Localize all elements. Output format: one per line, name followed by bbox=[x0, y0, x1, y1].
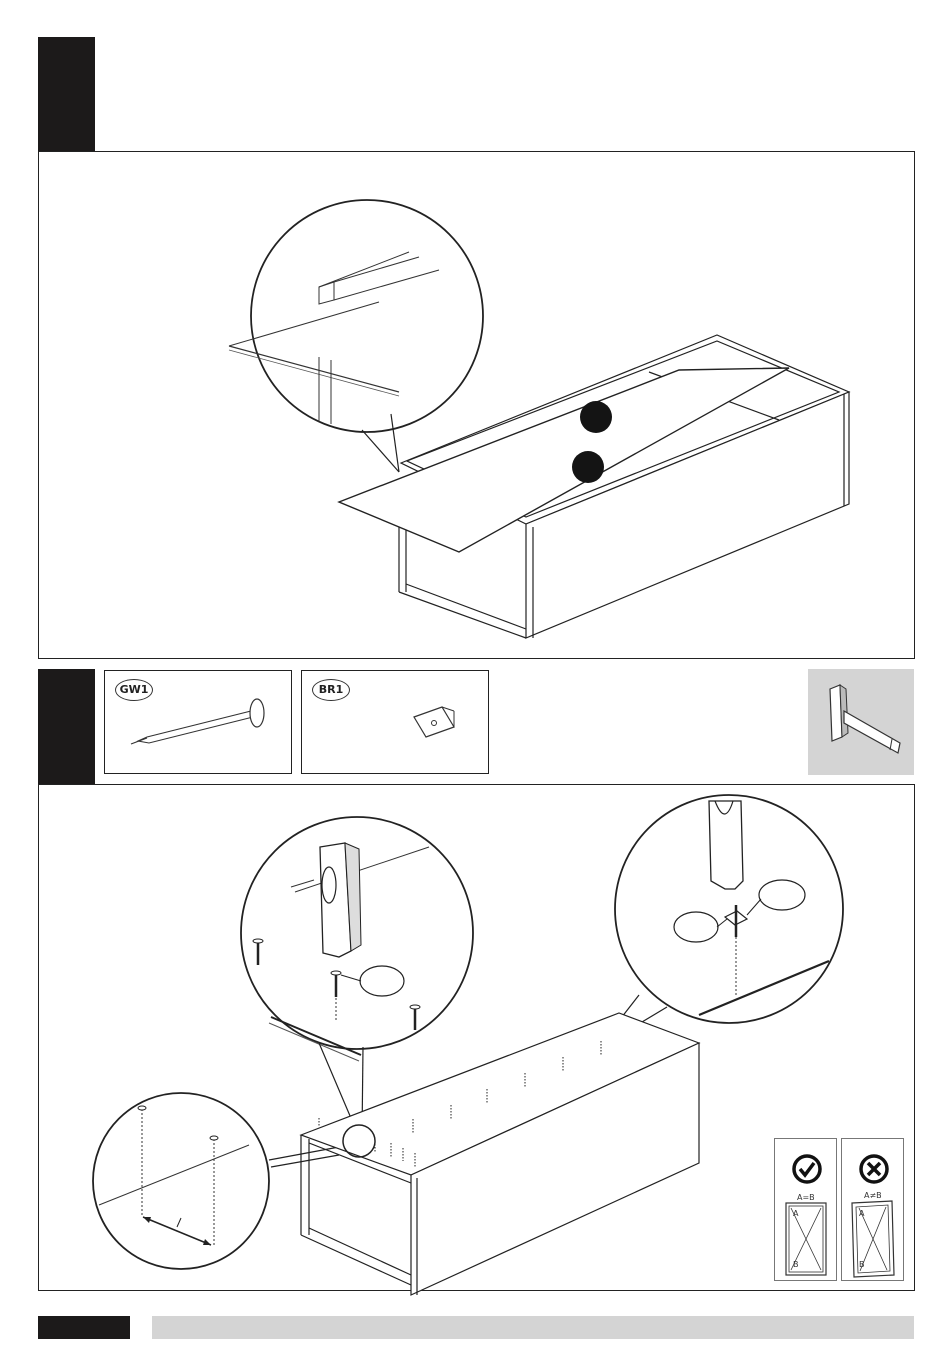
tool-box bbox=[808, 669, 914, 775]
bracket-icon bbox=[302, 671, 490, 775]
step-1-illustration bbox=[39, 152, 916, 660]
check-b-correct: B bbox=[793, 1260, 799, 1269]
step-1-tab bbox=[38, 37, 95, 152]
part-box-gw1: GW1 bbox=[104, 670, 292, 774]
check-card-incorrect: A≠B A B bbox=[841, 1138, 904, 1281]
detail-circle-spacing bbox=[93, 1093, 269, 1269]
detail-circle-1 bbox=[229, 200, 483, 432]
check-b-incorrect: B bbox=[859, 1260, 865, 1269]
detail-circle-bracket bbox=[615, 795, 843, 1023]
nail-icon bbox=[105, 671, 293, 775]
check-icon bbox=[794, 1156, 820, 1182]
footer-page-bar bbox=[38, 1316, 130, 1339]
detail-circle-hammer bbox=[241, 817, 473, 1061]
cross-icon bbox=[861, 1156, 887, 1182]
marker-dot-2 bbox=[572, 451, 604, 483]
footer-grey-bar bbox=[152, 1316, 914, 1339]
hammer-icon bbox=[808, 669, 914, 775]
step-1-panel bbox=[38, 151, 915, 659]
part-box-br1: BR1 bbox=[301, 670, 489, 774]
check-card-correct: A=B A B bbox=[774, 1138, 837, 1281]
check-eq-correct: A=B bbox=[797, 1193, 815, 1202]
check-a-incorrect: A bbox=[859, 1209, 865, 1218]
check-eq-incorrect: A≠B bbox=[864, 1191, 882, 1200]
step-2-tab bbox=[38, 669, 95, 785]
marker-dot-1 bbox=[580, 401, 612, 433]
check-a-correct: A bbox=[793, 1209, 799, 1218]
